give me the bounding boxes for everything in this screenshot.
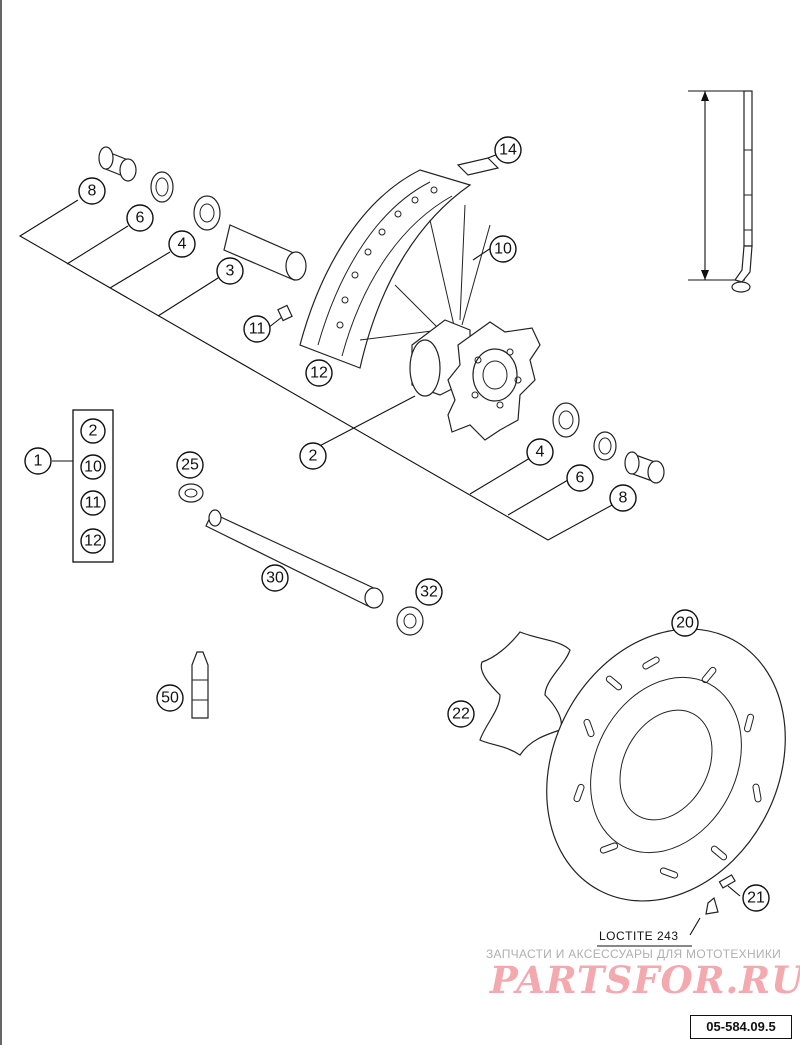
rim (299, 169, 472, 369)
callout-2-box: 2 (80, 418, 106, 444)
callout-1: 1 (24, 447, 52, 475)
callout-8-left: 8 (78, 177, 106, 205)
svg-text:14: 14 (499, 142, 517, 159)
watermark-logo: PARTSFOR.RU (490, 958, 800, 1002)
svg-text:3: 3 (226, 263, 235, 280)
hub (409, 319, 541, 441)
callout-11-box: 11 (80, 490, 106, 516)
svg-text:50: 50 (161, 690, 179, 707)
brake-disc (546, 628, 786, 902)
callout-4-right: 4 (526, 438, 554, 466)
seal-left (150, 171, 174, 203)
loctite-bottle (191, 651, 209, 719)
svg-text:10: 10 (494, 241, 512, 258)
svg-text:12: 12 (84, 533, 102, 550)
svg-text:2: 2 (89, 423, 98, 440)
svg-text:30: 30 (266, 570, 284, 587)
callout-11: 11 (243, 315, 271, 343)
svg-text:11: 11 (249, 321, 266, 338)
callout-22: 22 (447, 700, 475, 728)
loctite-label: LOCTITE 243 (599, 929, 679, 943)
spoke-length-gauge (688, 90, 753, 293)
callout-20: 20 (671, 609, 699, 637)
callout-21: 21 (742, 884, 770, 912)
leader-lines (18, 149, 741, 936)
svg-text:11: 11 (85, 495, 102, 512)
bushing-left (98, 146, 137, 182)
svg-text:25: 25 (181, 457, 199, 474)
page-border (0, 0, 2, 1045)
spokes (359, 204, 491, 341)
svg-text:4: 4 (178, 236, 187, 253)
callout-4-left: 4 (168, 230, 196, 258)
svg-text:22: 22 (452, 706, 470, 723)
callout-32: 32 (415, 578, 443, 606)
axle-nut (396, 606, 424, 636)
axle (205, 509, 384, 609)
svg-text:21: 21 (747, 890, 765, 907)
label-plate (456, 157, 500, 176)
bushing-right (624, 451, 665, 484)
svg-text:10: 10 (84, 459, 102, 476)
callout-8-right: 8 (609, 484, 637, 512)
svg-text:4: 4 (536, 444, 545, 461)
watermark-caption: ЗАПЧАСТИ И АКСЕССУАРЫ ДЛЯ МОТОТЕХНИКИ (486, 947, 782, 961)
callout-2: 2 (299, 442, 327, 470)
callout-10-box: 10 (80, 454, 106, 480)
callout-14: 14 (494, 136, 522, 164)
svg-text:2: 2 (309, 448, 318, 465)
svg-text:8: 8 (619, 490, 628, 507)
callout-10: 10 (489, 235, 517, 263)
bearing-right (552, 402, 580, 438)
callout-25: 25 (176, 451, 204, 479)
reference-number: 05-584.09.5 (690, 1015, 792, 1039)
svg-text:6: 6 (576, 470, 585, 487)
disc-bolt (705, 874, 736, 915)
svg-text:1: 1 (34, 453, 43, 470)
svg-text:20: 20 (676, 615, 694, 632)
svg-text:8: 8 (88, 183, 97, 200)
svg-text:12: 12 (310, 365, 328, 382)
callout-12: 12 (305, 359, 333, 387)
seal-right (593, 431, 617, 461)
collar-bushing (178, 483, 204, 503)
callout-30: 30 (261, 564, 289, 592)
callout-50: 50 (156, 684, 184, 712)
callout-3: 3 (216, 257, 244, 285)
spacer-left (223, 224, 307, 281)
callout-6-right: 6 (566, 464, 594, 492)
bearing-left (193, 195, 221, 231)
svg-text:32: 32 (420, 584, 438, 601)
callout-12-box: 12 (80, 528, 106, 554)
svg-text:6: 6 (136, 210, 145, 227)
callout-6-left: 6 (126, 204, 154, 232)
brake-disc-spacer (479, 631, 571, 756)
nipple-small (277, 304, 293, 322)
